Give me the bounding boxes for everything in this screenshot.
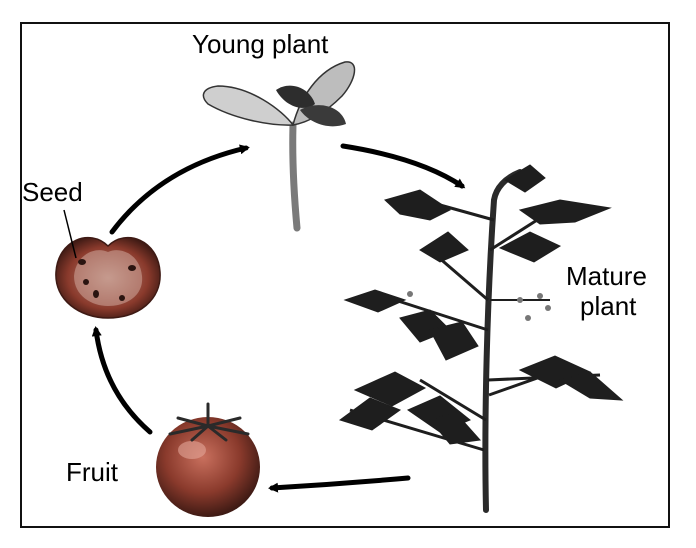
young-plant-illustration — [202, 61, 356, 232]
arrow-seed-to-young — [109, 144, 250, 235]
stage-label-mature-line2: plant — [580, 290, 637, 321]
stage-label-young-plant: Young plant — [192, 29, 329, 59]
fruit-illustration — [156, 402, 260, 517]
stage-label-mature-line1: Mature — [566, 261, 647, 291]
seed-illustration — [55, 209, 161, 319]
arrow-mature-to-fruit — [268, 475, 411, 493]
mature-plant-illustration — [338, 164, 624, 513]
arrow-young-to-mature — [340, 143, 466, 189]
stage-label-seed: Seed — [22, 177, 83, 207]
cycle-arrows — [91, 143, 466, 493]
stage-label-mature-plant: Mature plant — [566, 261, 647, 322]
seed-pointer-line — [63, 209, 77, 259]
stage-label-fruit: Fruit — [66, 457, 118, 487]
arrow-fruit-to-seed — [91, 326, 153, 435]
